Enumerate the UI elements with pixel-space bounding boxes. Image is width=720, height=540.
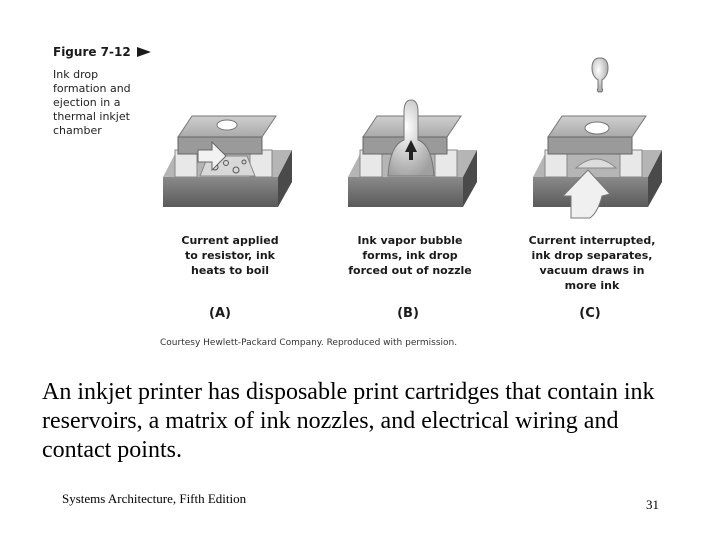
footer-book-title: Systems Architecture, Fifth Edition — [62, 491, 247, 506]
panel-b-chamber — [348, 99, 477, 207]
caption-line: forms, ink drop — [362, 249, 458, 262]
panel-a-caption: Current applied to resistor, ink heats t… — [160, 233, 300, 278]
caption-line: forced out of nozzle — [348, 264, 472, 277]
caption-line: Current interrupted, — [528, 234, 656, 247]
slide-body-text: An inkjet printer has disposable print c… — [42, 379, 655, 463]
caption-line: to resistor, ink — [185, 249, 275, 262]
figure-description-line: chamber — [53, 124, 102, 137]
inkjet-diagram — [163, 57, 662, 219]
figure-description-line: Ink drop — [53, 68, 99, 81]
page-number: 31 — [646, 497, 659, 512]
panel-a-chamber — [163, 115, 292, 207]
caption-line: more ink — [564, 279, 620, 292]
panel-b-label: (B) — [397, 306, 419, 321]
figure-description-line: ejection in a — [53, 96, 121, 109]
ejected-ink-drop — [591, 57, 609, 93]
figure-arrow-icon — [136, 47, 151, 57]
figure-description-line: formation and — [53, 82, 131, 95]
panel-c-chamber — [533, 115, 662, 219]
panel-b-caption: Ink vapor bubble forms, ink drop forced … — [340, 233, 480, 278]
caption-line: heats to boil — [191, 264, 269, 277]
figure-description-line: thermal inkjet — [53, 110, 130, 123]
panel-a-label: (A) — [209, 306, 231, 321]
caption-line: Ink vapor bubble — [357, 234, 463, 247]
panel-c-caption: Current interrupted, ink drop separates,… — [522, 233, 662, 293]
figure-description: Ink drop formation and ejection in a the… — [53, 68, 153, 138]
figure-title: Figure 7-12 — [53, 45, 151, 59]
figure-credit: Courtesy Hewlett-Packard Company. Reprod… — [160, 338, 458, 348]
caption-line: vacuum draws in — [539, 264, 645, 277]
figure-number: Figure 7-12 — [53, 45, 131, 59]
caption-line: ink drop separates, — [531, 249, 653, 262]
panel-c-label: (C) — [579, 306, 601, 321]
caption-line: Current applied — [181, 234, 279, 247]
